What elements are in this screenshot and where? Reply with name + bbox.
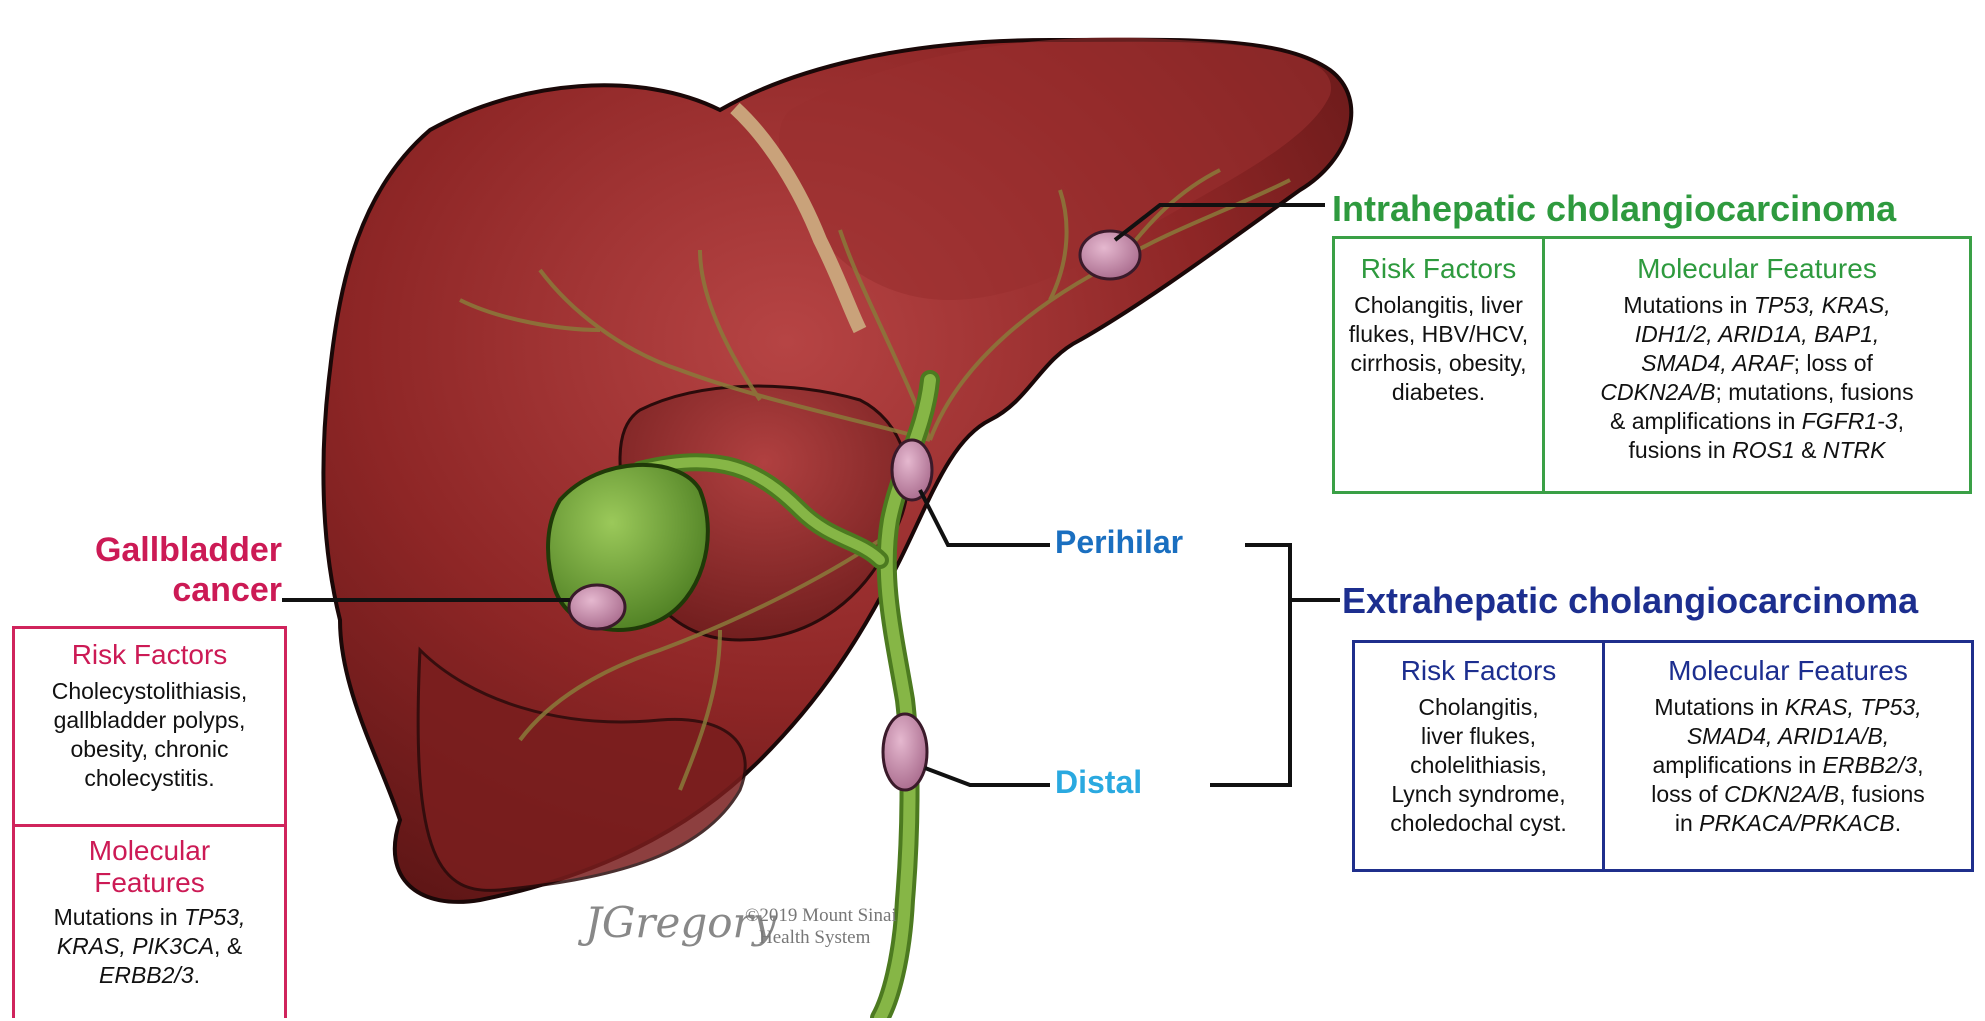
tumor-icon	[1080, 231, 1140, 279]
risk-factors-heading: Risk Factors	[1335, 253, 1542, 285]
molecular-features-heading: Molecular Features	[1605, 655, 1971, 687]
intrahepatic-title: Intrahepatic cholangiocarcinoma	[1332, 188, 1896, 230]
molecular-features-text: Mutations in TP53, KRAS, IDH1/2, ARID1A,…	[1545, 291, 1969, 465]
molecular-features-text: Mutations in KRAS, TP53, SMAD4, ARID1A/B…	[1605, 693, 1971, 838]
gallbladder-title: Gallbladder cancer	[20, 530, 282, 610]
tumor-icon	[892, 440, 932, 500]
risk-factors-heading: Risk Factors	[1355, 655, 1602, 687]
risk-factors-heading: Risk Factors	[15, 639, 284, 671]
distal-label: Distal	[1055, 764, 1142, 801]
extrahepatic-title: Extrahepatic cholangiocarcinoma	[1342, 580, 1918, 622]
molecular-features-heading: Molecular Features	[1545, 253, 1969, 285]
intrahepatic-risk-factors: Risk Factors Cholangitis, liver flukes, …	[1335, 239, 1545, 491]
tumor-icon	[569, 585, 625, 629]
extrahepatic-panel: Risk Factors Cholangitis, liver flukes, …	[1352, 640, 1974, 872]
risk-factors-text: Cholangitis, liver flukes, HBV/HCV, cirr…	[1335, 291, 1542, 407]
extrahepatic-molecular-features: Molecular Features Mutations in KRAS, TP…	[1605, 643, 1971, 869]
copyright-text: ©2019 Mount Sinai Health System	[745, 905, 897, 949]
intrahepatic-molecular-features: Molecular Features Mutations in TP53, KR…	[1545, 239, 1969, 491]
intrahepatic-panel: Risk Factors Cholangitis, liver flukes, …	[1332, 236, 1972, 494]
molecular-features-text: Mutations in TP53, KRAS, PIK3CA, & ERBB2…	[15, 903, 284, 990]
extrahepatic-risk-factors: Risk Factors Cholangitis, liver flukes, …	[1355, 643, 1605, 869]
gallbladder-molecular-features: Molecular Features Mutations in TP53, KR…	[15, 827, 284, 1021]
risk-factors-text: Cholecystolithiasis, gallbladder polyps,…	[15, 677, 284, 793]
molecular-features-heading: Molecular Features	[15, 835, 284, 899]
risk-factors-text: Cholangitis, liver flukes, cholelithiasi…	[1355, 693, 1602, 838]
tumor-icon	[883, 714, 927, 790]
gallbladder-risk-factors: Risk Factors Cholecystolithiasis, gallbl…	[15, 629, 284, 827]
gallbladder-panel: Risk Factors Cholecystolithiasis, gallbl…	[12, 626, 287, 1018]
perihilar-label: Perihilar	[1055, 524, 1183, 561]
